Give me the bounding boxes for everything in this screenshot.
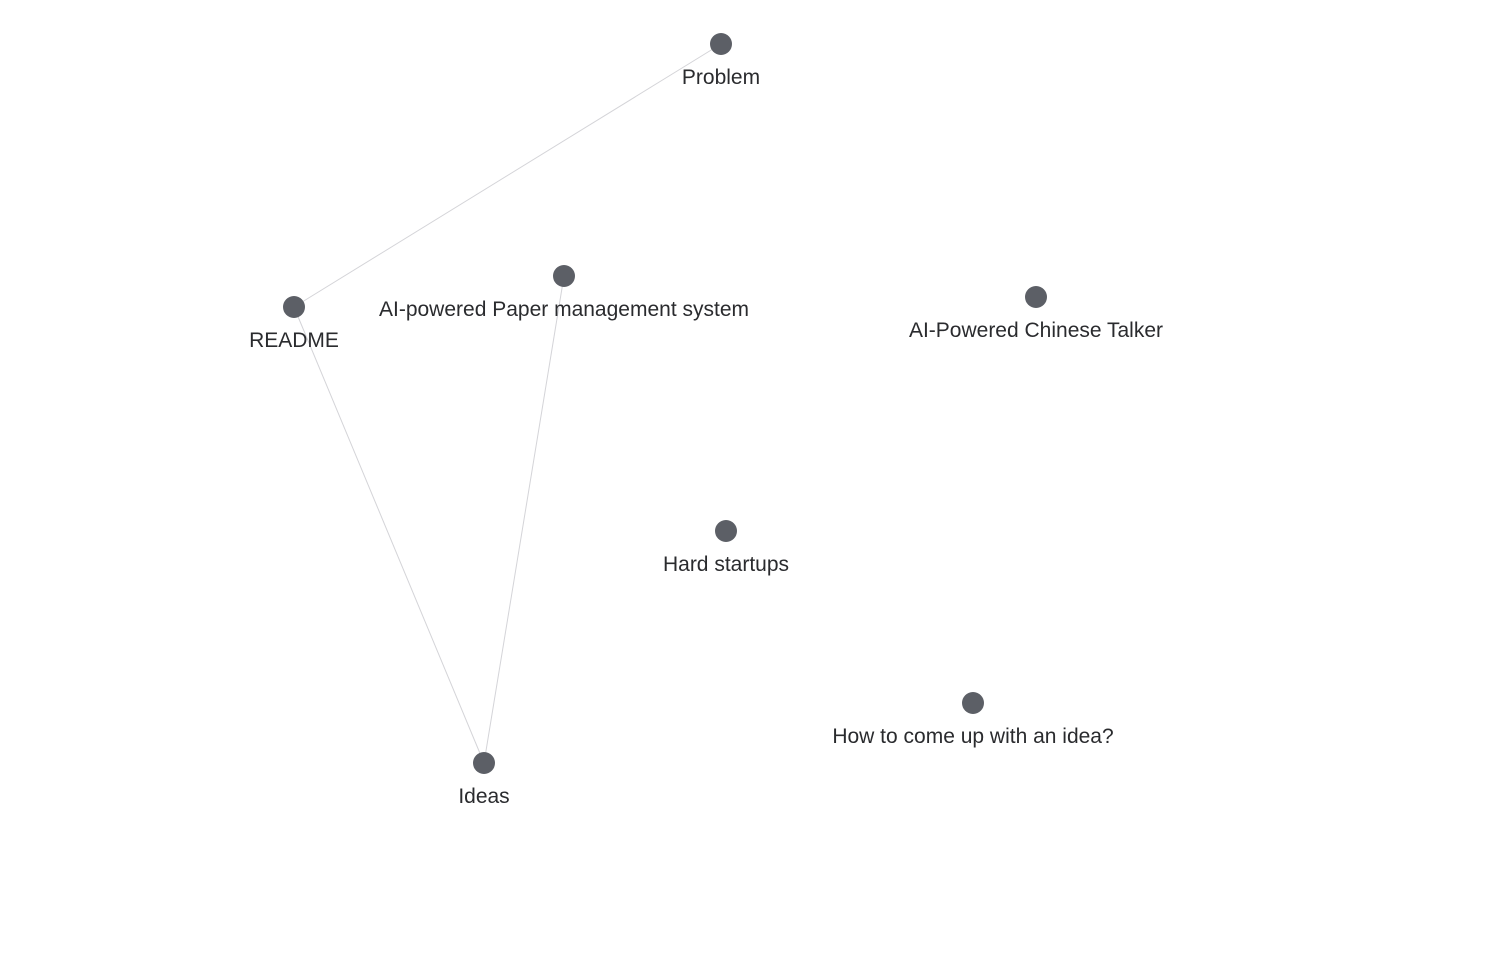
graph-node-hard[interactable]: Hard startups xyxy=(663,520,789,576)
node-dot[interactable] xyxy=(553,265,575,287)
graph-node-howto[interactable]: How to come up with an idea? xyxy=(832,692,1114,748)
node-label[interactable]: Ideas xyxy=(458,785,509,808)
node-label[interactable]: AI-powered Paper management system xyxy=(379,298,749,321)
edge-paper-ideas xyxy=(483,275,565,764)
node-label[interactable]: How to come up with an idea? xyxy=(832,725,1113,748)
node-label[interactable]: Problem xyxy=(682,66,760,89)
node-label[interactable]: Hard startups xyxy=(663,553,789,576)
graph-node-ideas[interactable]: Ideas xyxy=(458,752,510,808)
graph-node-readme[interactable]: README xyxy=(249,296,339,352)
node-dot[interactable] xyxy=(710,33,732,55)
node-dot[interactable] xyxy=(715,520,737,542)
graph-node-problem[interactable]: Problem xyxy=(682,33,760,89)
edge-layer xyxy=(293,43,722,764)
edge-readme-ideas xyxy=(293,306,485,764)
node-dot[interactable] xyxy=(283,296,305,318)
node-dot[interactable] xyxy=(473,752,495,774)
node-dot[interactable] xyxy=(962,692,984,714)
node-label[interactable]: AI-Powered Chinese Talker xyxy=(909,319,1163,342)
edge-problem-readme xyxy=(293,43,722,308)
graph-node-chinese[interactable]: AI-Powered Chinese Talker xyxy=(909,286,1163,342)
graph-node-paper[interactable]: AI-powered Paper management system xyxy=(379,265,749,321)
node-dot[interactable] xyxy=(1025,286,1047,308)
node-label[interactable]: README xyxy=(249,329,339,352)
